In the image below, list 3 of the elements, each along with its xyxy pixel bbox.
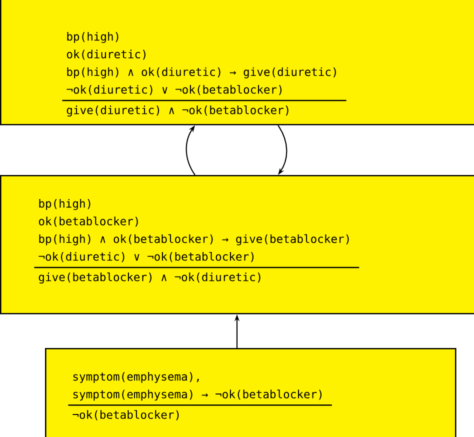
rule-box: bp(high) ok(betablocker) bp(high) ∧ ok(betablocker) → give(betablocker) ¬ok(diuretic) ∨ ¬ok(betablocker) give(betablocker) ∧ ¬ok(diuretic) [0,175,474,314]
rule-box: symptom(emphysema), symptom(emphysema) → ¬ok(betablocker) ¬ok(betablocker) [45,348,456,437]
rule-box: bp(high) ok(diuretic) bp(high) ∧ ok(diuretic) → give(diuretic) ¬ok(diuretic) ∨ ¬ok(betablocker) give(diuretic) ∧ ¬ok(betablocker) [0,0,474,126]
